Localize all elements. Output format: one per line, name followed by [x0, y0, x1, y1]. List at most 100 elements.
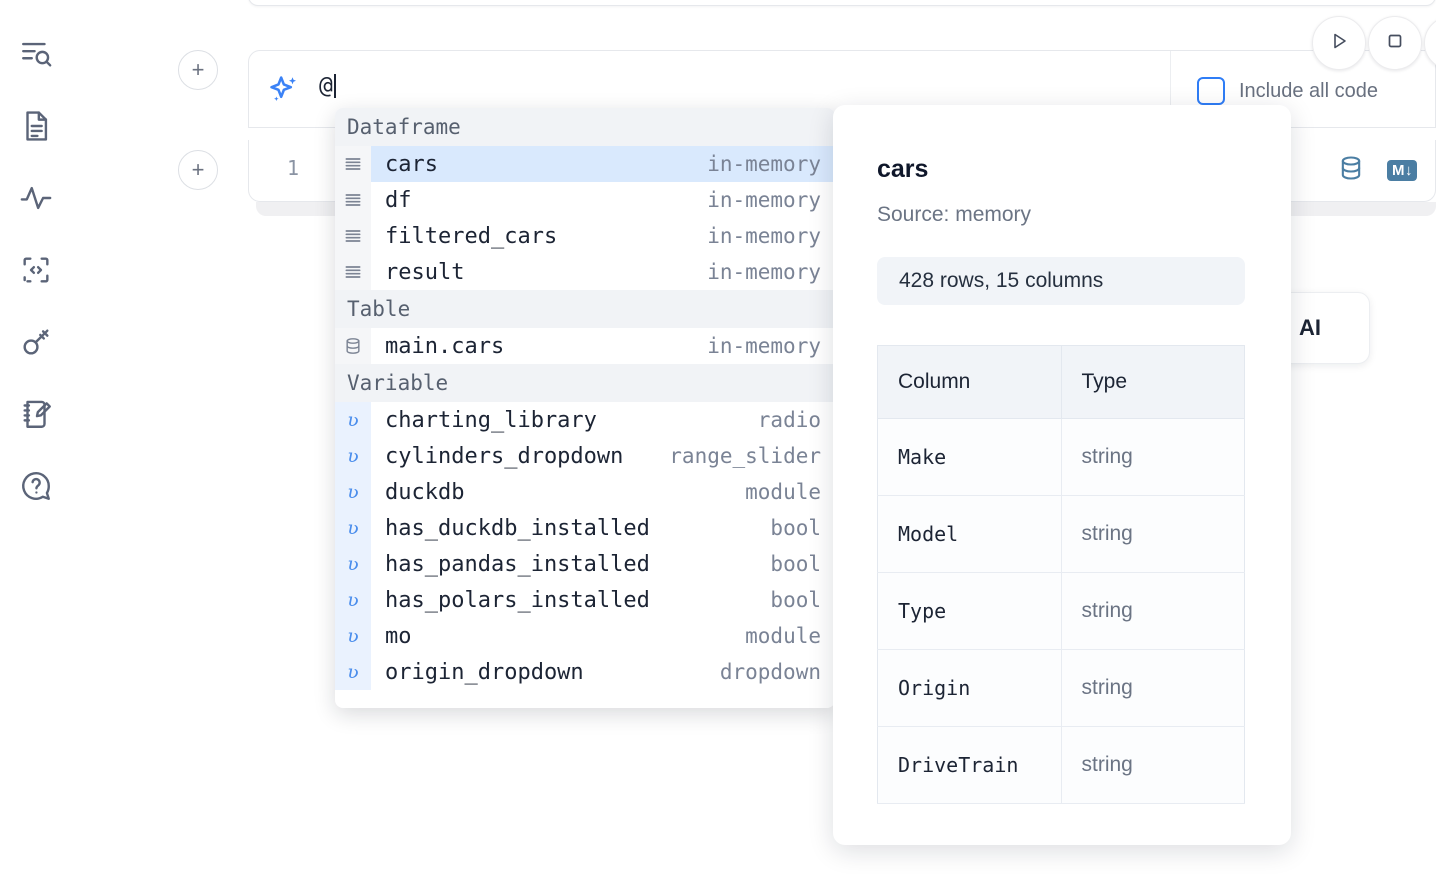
sidebar-item-snippets[interactable] [10, 234, 62, 306]
run-button[interactable] [1312, 16, 1366, 70]
sidebar-item-scratchpad[interactable] [10, 378, 62, 450]
sidebar-item-explore[interactable] [10, 18, 62, 90]
markdown-badge-arrow: ↓ [1405, 162, 1413, 179]
table-icon [335, 328, 371, 364]
autocomplete-item-name: df [385, 187, 412, 213]
header-column: Column [877, 345, 1062, 419]
schema-column-type: string [1061, 495, 1245, 573]
previous-cell [248, 0, 1436, 6]
header-type: Type [1061, 345, 1245, 419]
preview-source: Source: memory [877, 203, 1032, 226]
autocomplete-item-name: cars [385, 151, 438, 177]
variable-icon: ʋ [335, 510, 371, 546]
dataframe-icon [335, 218, 371, 254]
dataframe-icon [335, 254, 371, 290]
autocomplete-item-name: has_polars_installed [385, 587, 650, 613]
autocomplete-item-name: duckdb [385, 479, 465, 505]
autocomplete-item-type: in-memory [707, 152, 821, 176]
variable-icon: ʋ [335, 618, 371, 654]
schema-column-type: string [1061, 649, 1245, 727]
ai-input-zone[interactable]: @ [249, 51, 1171, 129]
cell-actions: M ↓ [1337, 154, 1417, 187]
autocomplete-item-type: range_slider [669, 444, 821, 468]
schema-column-name: Model [877, 495, 1062, 573]
sidebar-item-secrets[interactable] [10, 306, 62, 378]
autocomplete-item-type: bool [770, 552, 821, 576]
database-icon[interactable] [1337, 154, 1365, 187]
sidebar-item-activity[interactable] [10, 162, 62, 234]
sidebar-rail [0, 0, 72, 874]
autocomplete-item-name: filtered_cars [385, 223, 558, 249]
schema-column-name: Make [877, 418, 1062, 496]
autocomplete-item-type: bool [770, 588, 821, 612]
schema-column-type: string [1061, 572, 1245, 650]
schema-column-name: Type [877, 572, 1062, 650]
variable-icon: ʋ [335, 546, 371, 582]
autocomplete-group-header: Dataframe [335, 108, 835, 146]
variable-icon: ʋ [335, 438, 371, 474]
notepad-edit-icon [19, 397, 53, 431]
include-all-code-control[interactable]: Include all code [1197, 77, 1378, 105]
help-chat-icon [19, 469, 53, 503]
autocomplete-item-name: charting_library [385, 407, 597, 433]
variable-icon: ʋ [335, 474, 371, 510]
autocomplete-item-name: result [385, 259, 465, 285]
autocomplete-group-header: Variable [335, 364, 835, 402]
ai-prompt-value: @ [319, 73, 333, 99]
markdown-badge[interactable]: M ↓ [1387, 160, 1417, 181]
ai-prompt-input[interactable]: @ [319, 73, 336, 99]
autocomplete-item-type: module [745, 480, 821, 504]
dataframe-icon [335, 146, 371, 182]
autocomplete-item-type: in-memory [707, 334, 821, 358]
autocomplete-item[interactable]: ʋ has_polars_installed bool [335, 582, 835, 618]
autocomplete-item-name: has_duckdb_installed [385, 515, 650, 541]
autocomplete-item[interactable]: ʋ has_pandas_installed bool [335, 546, 835, 582]
text-caret [333, 74, 336, 98]
add-cell-button-bottom[interactable]: + [178, 150, 218, 190]
play-icon [1327, 29, 1351, 58]
schema-column-name: Origin [877, 649, 1062, 727]
stop-square-icon [1383, 29, 1407, 58]
preview-stats: 428 rows, 15 columns [877, 257, 1245, 305]
autocomplete-item-type: radio [757, 408, 821, 432]
line-number: 1 [286, 156, 299, 180]
document-icon [19, 109, 53, 143]
sidebar-item-help[interactable] [10, 450, 62, 522]
activity-icon [19, 181, 53, 215]
dataframe-icon [335, 182, 371, 218]
add-cell-button-top[interactable]: + [178, 50, 218, 90]
autocomplete-item-name: cylinders_dropdown [385, 443, 624, 469]
autocomplete-item-name: mo [385, 623, 412, 649]
autocomplete-item[interactable]: main.cars in-memory [335, 328, 835, 364]
variable-icon: ʋ [335, 654, 371, 690]
preview-title: cars [877, 155, 929, 183]
variable-icon: ʋ [335, 582, 371, 618]
autocomplete-item-name: main.cars [385, 333, 505, 359]
autocomplete-item[interactable]: ʋ cylinders_dropdown range_slider [335, 438, 835, 474]
key-icon [19, 325, 53, 359]
include-all-code-checkbox[interactable] [1197, 77, 1225, 105]
table-header-row: Column Type [877, 345, 1245, 419]
code-icon [19, 253, 53, 287]
stop-button[interactable] [1368, 16, 1422, 70]
schema-column-type: string [1061, 726, 1245, 804]
autocomplete-item-type: dropdown [719, 660, 821, 684]
sidebar-item-notebook[interactable] [10, 90, 62, 162]
autocomplete-item-name: has_pandas_installed [385, 551, 650, 577]
markdown-badge-letter: M [1392, 162, 1405, 179]
preview-panel: cars Source: memory 428 rows, 15 columns… [833, 105, 1291, 845]
autocomplete-item[interactable]: cars in-memory [335, 146, 835, 182]
